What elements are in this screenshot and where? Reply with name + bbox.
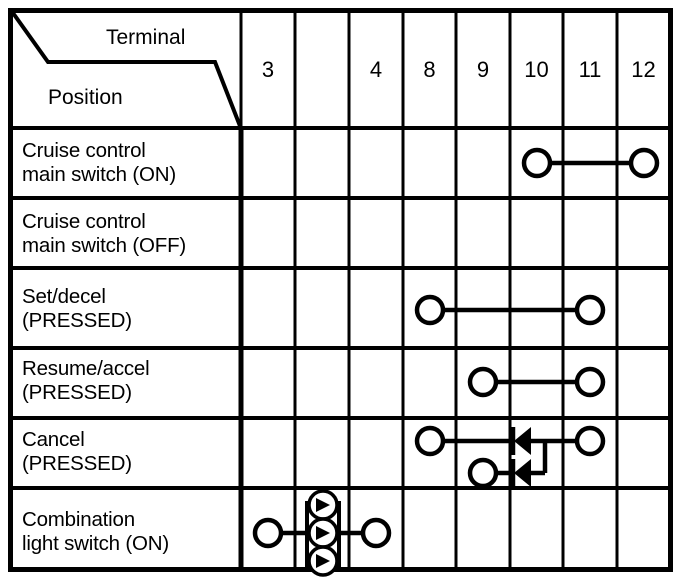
table-outer-border (8, 8, 673, 572)
header-position-label: Position (48, 86, 123, 109)
row-label-set-decel-line1: Set/decel (22, 285, 106, 308)
row-label-cruise-on-line2: main switch (ON) (22, 163, 176, 186)
terminal-node-12 (628, 147, 660, 179)
row-label-resume-accel-line2: (PRESSED) (22, 381, 132, 404)
connection-combination-light (252, 489, 392, 577)
column-header-8: 8 (423, 57, 436, 82)
lamp-triangle-1 (316, 498, 330, 512)
header-diagonal-lower (142, 60, 242, 127)
row-label-cancel-line2: (PRESSED) (22, 452, 132, 475)
column-header-3: 3 (261, 57, 275, 82)
column-header-11: 11 (578, 57, 602, 82)
terminal-node-3 (252, 517, 284, 549)
row-label-combination-line1: Combination (22, 508, 135, 531)
header-terminal-label: Terminal (106, 26, 186, 49)
row-label-resume-accel-line1: Resume/accel (22, 357, 150, 380)
terminal-node-9 (467, 366, 499, 398)
row-label-cruise-off-line2: main switch (OFF) (22, 234, 187, 257)
connection-cancel (414, 425, 606, 489)
row-label-cruise-on-line1: Cruise control (22, 139, 146, 162)
connection-cruise-on (521, 147, 660, 179)
row-label-combination-line2: light switch (ON) (22, 532, 169, 555)
row-label-cruise-off-line1: Cruise control (22, 210, 146, 233)
column-header-4: 4 (369, 57, 383, 82)
terminal-node-11 (574, 366, 606, 398)
lamp-triangle-3 (316, 554, 330, 568)
terminal-node-8 (414, 294, 446, 326)
terminal-node-11 (574, 294, 606, 326)
row-label-cancel-line1: Cancel (22, 428, 85, 451)
terminal-node-8 (414, 425, 446, 457)
terminal-node-9 (467, 457, 499, 489)
header-diagonal-upper (11, 11, 142, 64)
diode-triangle-lower (514, 459, 531, 487)
terminal-node-10 (521, 147, 553, 179)
terminal-node-4 (360, 517, 392, 549)
diode-9-to-11 (510, 459, 531, 487)
column-header-9: 9 (476, 57, 490, 82)
column-header-12: 12 (631, 57, 656, 82)
diode-triangle-upper (514, 427, 531, 455)
column-header-10: 10 (524, 57, 549, 82)
connection-set-decel (414, 294, 606, 326)
lamp-symbol-3 (307, 545, 339, 577)
lamp-symbol-2 (307, 517, 339, 549)
lamp-symbol-1 (307, 489, 339, 521)
diode-8-to-11 (510, 427, 531, 455)
row-label-set-decel-line2: (PRESSED) (22, 309, 132, 332)
connection-resume-accel (467, 366, 606, 398)
lamp-triangle-2 (316, 526, 330, 540)
terminal-node-11 (574, 425, 606, 457)
